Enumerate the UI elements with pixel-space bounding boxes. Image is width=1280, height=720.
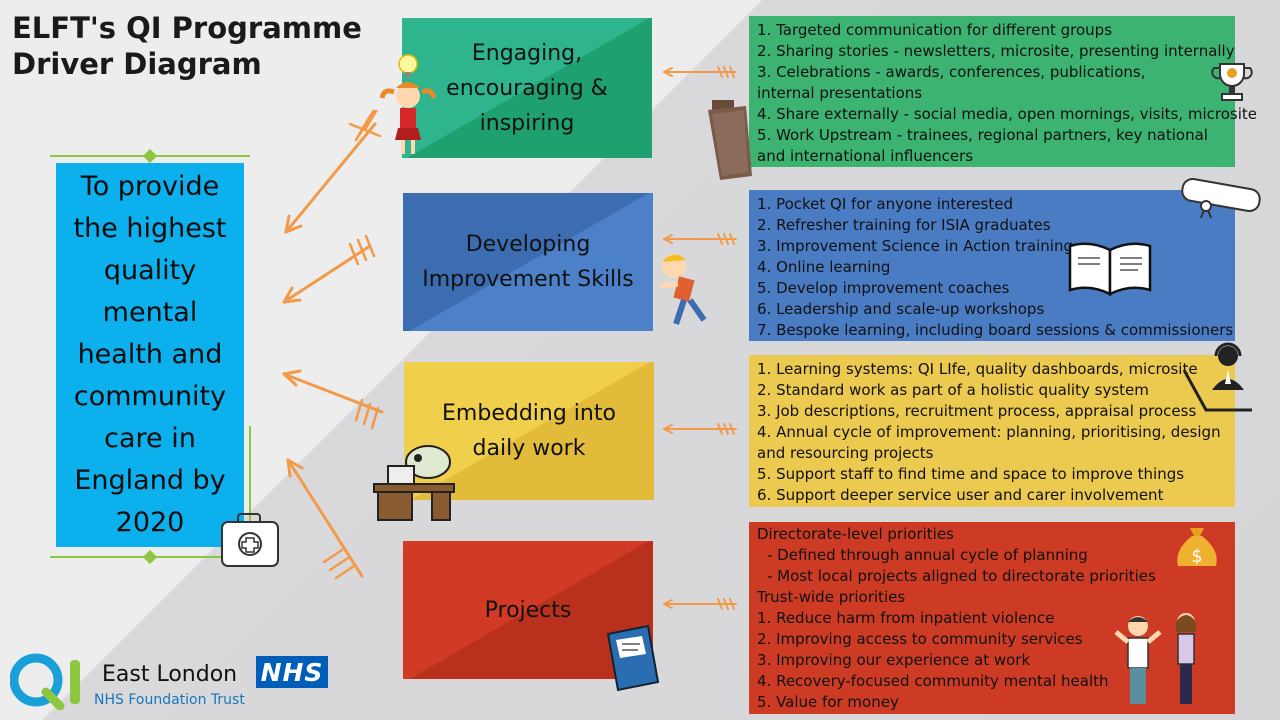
diploma-scroll-icon <box>1181 177 1261 219</box>
intervention-item: 5. Develop improvement coaches <box>757 279 1010 297</box>
driver-daily-work: Embedding into daily work <box>404 362 654 500</box>
intervention-item: - Most local projects aligned to directo… <box>767 567 1156 585</box>
interventions-projects: Directorate-level priorities - Defined t… <box>749 522 1235 714</box>
arrow-1-head <box>284 214 303 234</box>
headset-operator-icon <box>1182 342 1252 412</box>
arrow-4-shaft <box>286 458 364 578</box>
money-bag-icon: $ <box>1177 528 1217 567</box>
intervention-item: 4. Share externally - social media, open… <box>757 105 1257 123</box>
intervention-item: 2. Improving access to community service… <box>757 630 1083 648</box>
driver-label: Embedding into daily work <box>442 401 616 461</box>
intervention-item: 3. Job descriptions, recruitment process… <box>757 402 1197 420</box>
goal-box: To provide the highest quality mental he… <box>56 163 244 547</box>
intervention-item: 5. Work Upstream - trainees, regional pa… <box>757 126 1208 165</box>
goal-frame-side-line <box>249 426 251 556</box>
org-name: East London <box>102 662 238 687</box>
intervention-item: 4. Annual cycle of improvement: planning… <box>757 423 1221 462</box>
trust-heading: Trust-wide priorities <box>757 588 906 606</box>
intervention-item: 7. Bespoke learning, including board ses… <box>757 321 1234 339</box>
books-stack-icon <box>708 100 752 180</box>
arrow-3-head <box>282 369 302 387</box>
qi-logo-icon <box>10 653 80 710</box>
intervention-item: 4. Online learning <box>757 258 891 276</box>
intervention-item: 1. Targeted communication for different … <box>757 21 1113 39</box>
svg-text:$: $ <box>1191 546 1202 567</box>
title-line-2: Driver Diagram <box>12 47 262 81</box>
arrow-2-shaft <box>282 244 372 304</box>
intervention-item: 1. Pocket QI for anyone interested <box>757 195 1013 213</box>
open-book-icon <box>1068 242 1152 297</box>
intervention-item: 4. Recovery-focused community mental hea… <box>757 672 1109 690</box>
driver-arrows <box>282 110 384 580</box>
driver-label: Projects <box>484 597 572 623</box>
desk-computer-icon <box>373 445 455 521</box>
boy-pushing-icon <box>659 254 707 325</box>
intervention-item: 2. Sharing stories - newsletters, micros… <box>757 42 1235 60</box>
arrow-1-shaft <box>284 122 377 234</box>
intervention-item: 6. Leadership and scale-up workshops <box>757 300 1045 318</box>
intervention-item: - Defined through annual cycle of planni… <box>767 546 1088 564</box>
diamond-ornament-icon <box>142 148 158 164</box>
intervention-item: 2. Refresher training for ISIA graduates <box>757 216 1051 234</box>
intervention-item: 1. Learning systems: QI LIfe, quality da… <box>757 360 1198 378</box>
first-aid-kit-icon <box>221 513 279 567</box>
page-title: ELFT's QI Programme Driver Diagram <box>12 10 392 82</box>
intervention-item: 3. Celebrations - awards, conferences, p… <box>757 63 1146 102</box>
title-line-1: ELFT's QI Programme <box>12 11 362 45</box>
intervention-item: 2. Standard work as part of a holistic q… <box>757 381 1149 399</box>
intervention-item: 5. Support staff to find time and space … <box>757 465 1185 483</box>
people-icon <box>1114 613 1196 704</box>
goal-frame-bottom-line <box>50 549 250 565</box>
arrow-2-head <box>282 286 302 304</box>
trophy-icon <box>1211 63 1253 101</box>
intervention-item: 3. Improvement Science in Action trainin… <box>757 237 1073 255</box>
arrow-3-shaft <box>282 372 384 414</box>
interventions-daily-work: 1. Learning systems: QI LIfe, quality da… <box>749 355 1235 507</box>
driver-engaging: Engaging, encouraging & inspiring <box>402 18 652 158</box>
lightbulb-girl-icon <box>380 54 436 154</box>
arrow-3-fletching <box>354 398 380 430</box>
goal-frame-top-line <box>50 148 250 164</box>
arrow-4-fletching <box>322 548 356 580</box>
nhs-badge: NHS <box>256 656 328 688</box>
driver-label: Developing Improvement Skills <box>422 232 634 292</box>
arrow-4-head <box>286 458 304 478</box>
arrow-2-fletching <box>348 234 376 266</box>
driver-label: Engaging, encouraging & inspiring <box>446 40 608 136</box>
arrow-1-fletching <box>348 110 382 142</box>
interventions-engaging: 1. Targeted communication for different … <box>749 16 1257 167</box>
directorate-heading: Directorate-level priorities <box>757 525 954 543</box>
notebook-icon <box>606 624 660 692</box>
interventions-skills: 1. Pocket QI for anyone interested 2. Re… <box>749 190 1235 341</box>
intervention-item: 5. Value for money <box>757 693 899 711</box>
driver-skills: Developing Improvement Skills <box>403 193 653 331</box>
intervention-arrows <box>663 66 737 610</box>
intervention-item: 1. Reduce harm from inpatient violence <box>757 609 1055 627</box>
diamond-ornament-icon <box>142 549 158 565</box>
goal-text: To provide the highest quality mental he… <box>73 171 227 538</box>
org-subtitle: NHS Foundation Trust <box>94 692 245 708</box>
intervention-item: 3. Improving our experience at work <box>757 651 1031 669</box>
intervention-item: 6. Support deeper service user and carer… <box>757 486 1164 504</box>
